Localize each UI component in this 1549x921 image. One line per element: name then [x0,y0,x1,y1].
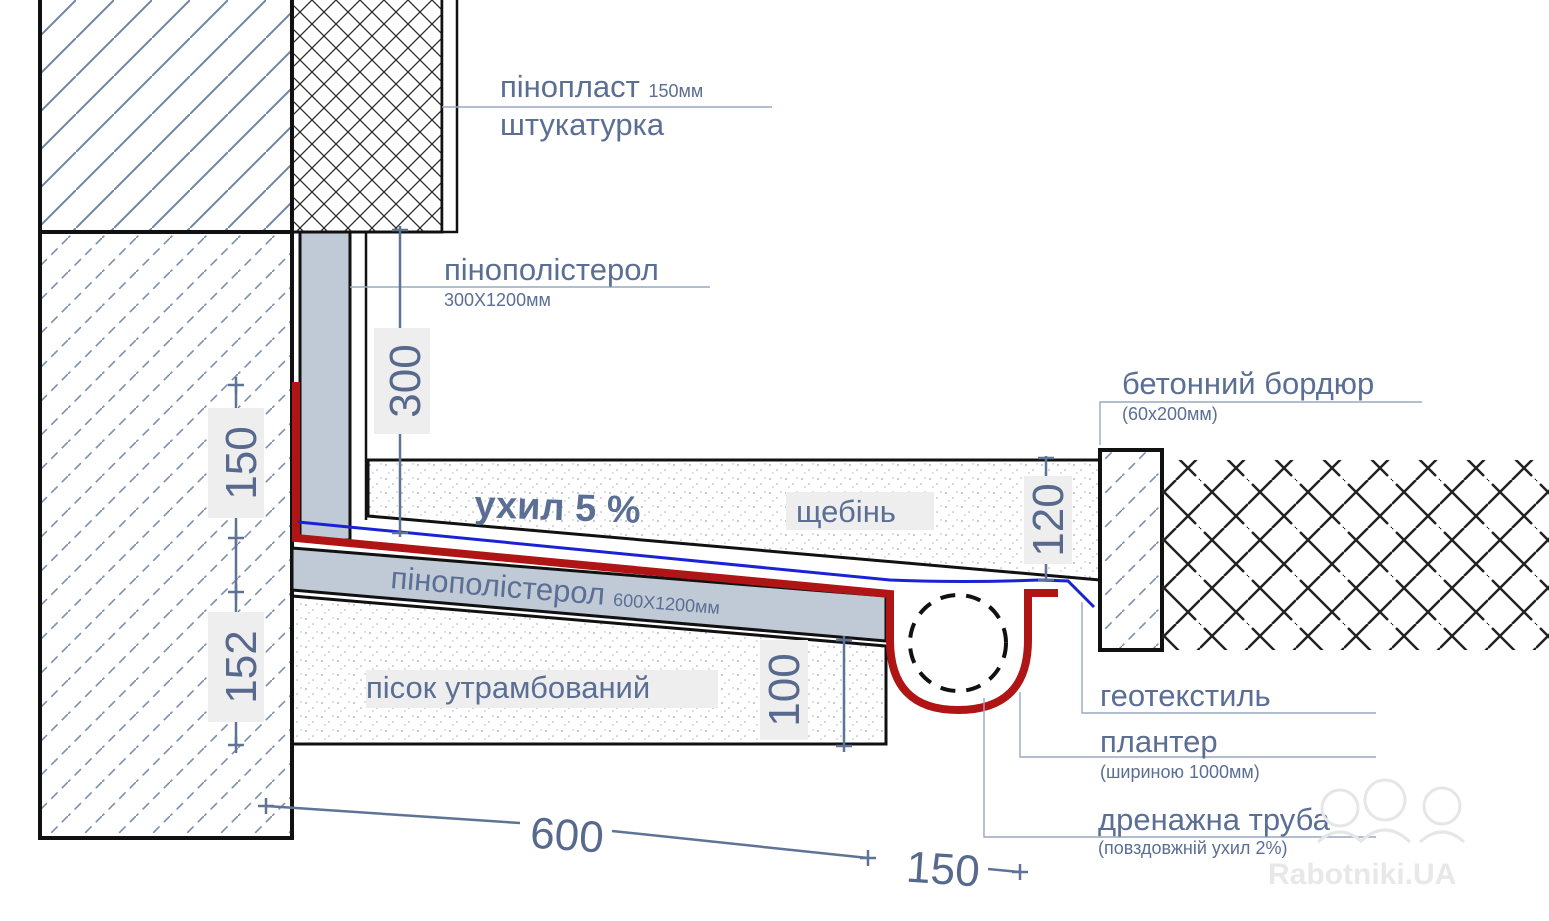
dim-120-vertical: 120 [1024,483,1073,556]
label-planter: плантер [1100,724,1218,759]
label-planter-width: (шириною 1000мм) [1100,762,1260,782]
label-eps-vertical-size: 300Х1200мм [444,290,551,310]
label-eps-vertical: пінополістерол [444,252,659,287]
svg-text:пінопласт 150мм: пінопласт 150мм [500,69,703,104]
label-sand: пісок утрамбований [366,670,650,705]
label-drain-pipe: дренажна труба [1098,802,1331,837]
label-curb-size: (60х200мм) [1122,404,1218,424]
foundation-wall [38,0,294,840]
horizontal-eps [290,546,888,643]
vertical-eps [298,230,352,542]
dim-152-vertical: 152 [217,630,266,703]
label-geotextile: геотекстиль [1100,678,1271,713]
dim-600-horizontal: 600 [529,809,606,863]
leader-lines [350,106,1422,838]
soil [1162,460,1549,650]
label-curb: бетонний бордюр [1122,366,1374,401]
drain-pipe [908,593,1008,693]
concrete-curb [1098,448,1164,652]
label-foam-plastic: пінопласт [500,69,640,104]
dim-300-vertical: 300 [381,344,430,417]
facade-foam-layer [290,0,459,234]
watermark-text: Rabotniki.UA [1268,858,1456,891]
dimensions: 150 152 300 120 100 600 [208,226,1073,897]
label-foam-plastic-size: 150мм [648,81,703,101]
label-plaster: штукатурка [500,107,665,142]
dim-100-vertical: 100 [760,653,809,726]
waterproofing-membrane [292,382,1058,715]
watermark: Rabotniki.UA [1268,778,1466,891]
label-drain-slope: (повздовжній ухил 2%) [1098,838,1287,858]
labels: пінопласт 150мм штукатурка пінополістеро… [366,69,1374,858]
label-slope: ухил 5 % [474,484,642,532]
dim-150-vertical: 150 [217,426,266,499]
label-gravel: щебінь [796,494,896,529]
dim-150-horizontal: 150 [905,843,982,897]
